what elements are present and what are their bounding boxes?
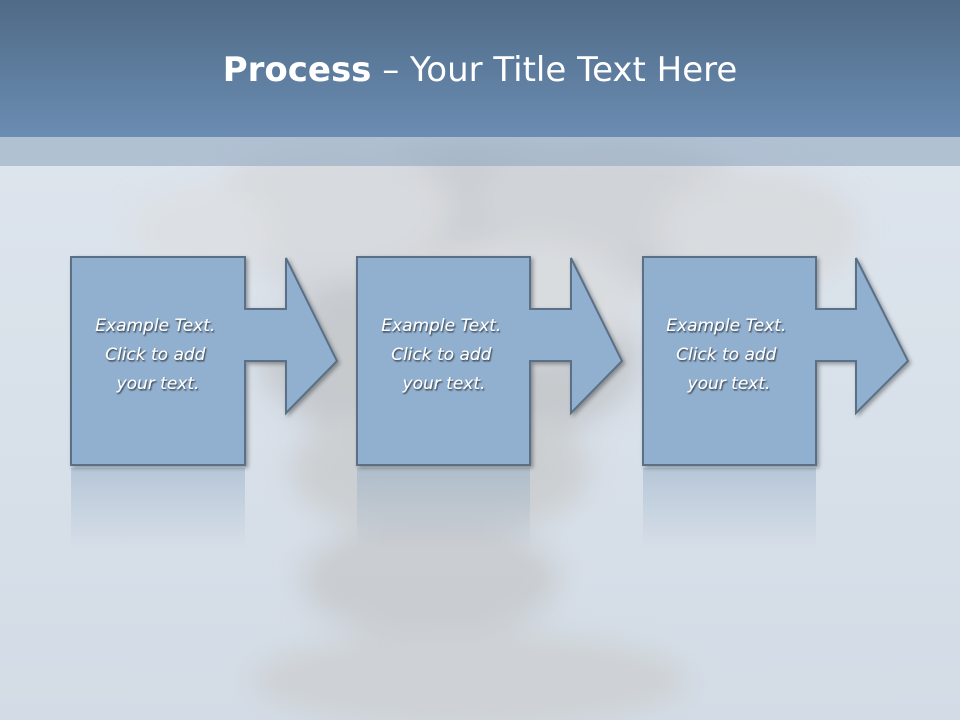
step-reflection xyxy=(643,468,816,548)
title-rest: – Your Title Text Here xyxy=(371,50,738,90)
step-line: Click to add xyxy=(676,345,777,365)
step-line: your text. xyxy=(402,374,486,394)
step-reflection xyxy=(357,468,530,548)
step-text: Example Text. Click to add your text. xyxy=(666,316,791,394)
step-text: Example Text. Click to add your text. xyxy=(381,316,506,394)
step-arrow-box xyxy=(70,256,339,466)
step-text: Example Text. Click to add your text. xyxy=(95,316,220,394)
step-arrow-box xyxy=(642,256,910,466)
step-line: Example Text. xyxy=(95,316,215,336)
step-arrow-box xyxy=(356,256,624,466)
step-line: your text. xyxy=(687,374,771,394)
slide-title: Process – Your Title Text Here xyxy=(0,50,960,90)
step-line: Example Text. xyxy=(666,316,786,336)
title-sub-band xyxy=(0,137,960,166)
process-step-1[interactable]: Example Text. Click to add your text. xyxy=(70,256,339,548)
step-reflection xyxy=(71,468,245,548)
step-line: Example Text. xyxy=(381,316,501,336)
title-strong: Process xyxy=(222,50,372,90)
process-step-3[interactable]: Example Text. Click to add your text. xyxy=(642,256,910,548)
title-band xyxy=(0,0,960,137)
step-line: Click to add xyxy=(391,345,492,365)
step-line: Click to add xyxy=(105,345,206,365)
step-line: your text. xyxy=(116,374,200,394)
process-step-2[interactable]: Example Text. Click to add your text. xyxy=(356,256,624,548)
